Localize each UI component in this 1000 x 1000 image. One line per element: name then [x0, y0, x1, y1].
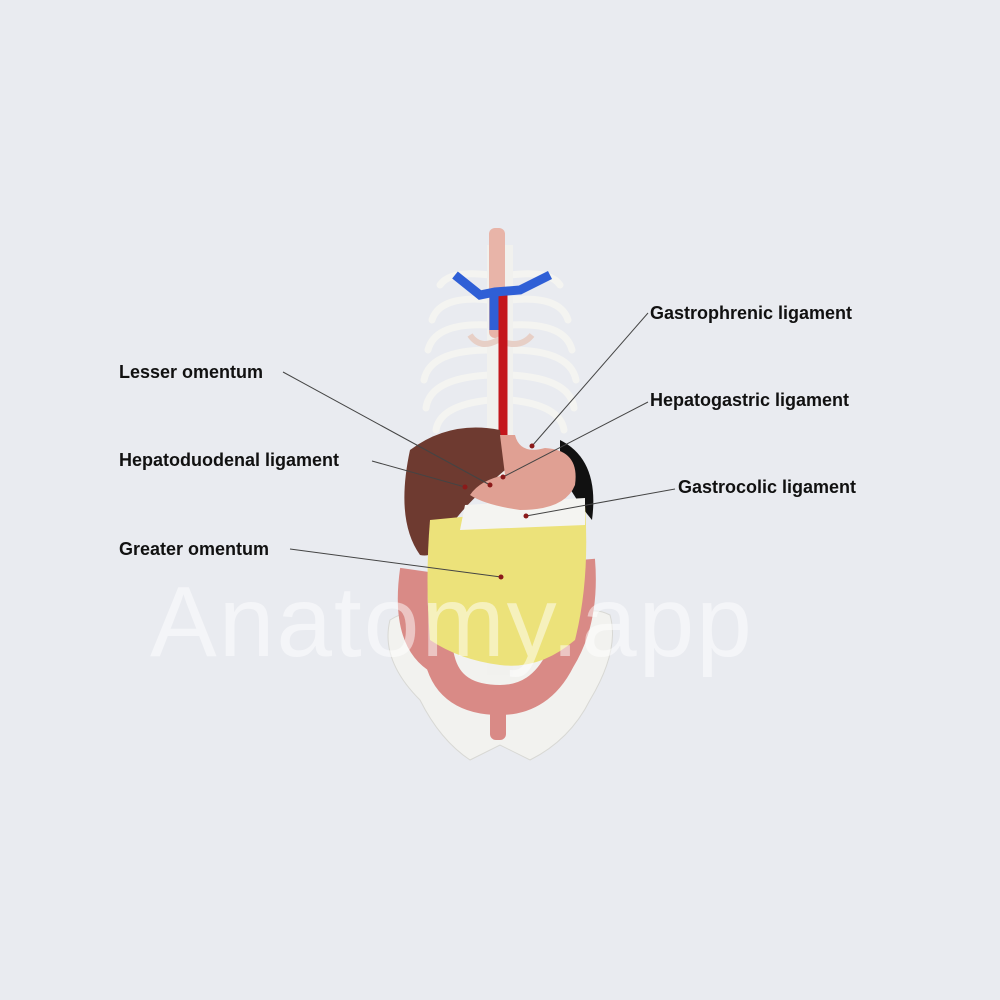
- rectum: [490, 690, 506, 740]
- dot-lesser-omentum: [487, 482, 493, 488]
- label-lesser-omentum: Lesser omentum: [119, 362, 264, 382]
- liver: [404, 427, 505, 556]
- leader-greater-omentum: [289, 548, 502, 578]
- label-gastrocolic-ligament: Gastrocolic ligament: [678, 477, 857, 497]
- leader-hepatoduodenal: [371, 460, 466, 488]
- leader-lines: [282, 312, 676, 578]
- transverse-colon: [460, 498, 585, 530]
- label-hepatoduodenal-ligament: Hepatoduodenal ligament: [119, 450, 340, 470]
- leader-lesser-omentum: [282, 371, 491, 486]
- ribcage: [420, 270, 580, 434]
- label-greater-omentum: Greater omentum: [119, 539, 270, 559]
- label-gastrophrenic-ligament: Gastrophrenic ligament: [650, 303, 853, 323]
- pointer-dots: [462, 443, 535, 580]
- brachiocephalic-veins: [452, 270, 553, 300]
- dot-hepatoduodenal: [462, 484, 468, 490]
- leader-gastrocolic: [525, 488, 676, 517]
- leader-hepatogastric: [502, 401, 649, 478]
- greater-omentum-shape: [427, 505, 587, 666]
- bronchi: [467, 332, 535, 347]
- dot-gastrocolic: [523, 513, 529, 519]
- dot-gastrophrenic: [529, 443, 535, 449]
- leader-gastrophrenic: [531, 312, 649, 447]
- dot-greater-omentum: [498, 574, 504, 580]
- stomach: [470, 435, 576, 510]
- label-hepatogastric-ligament: Hepatogastric ligament: [650, 390, 850, 410]
- dot-hepatogastric: [500, 474, 506, 480]
